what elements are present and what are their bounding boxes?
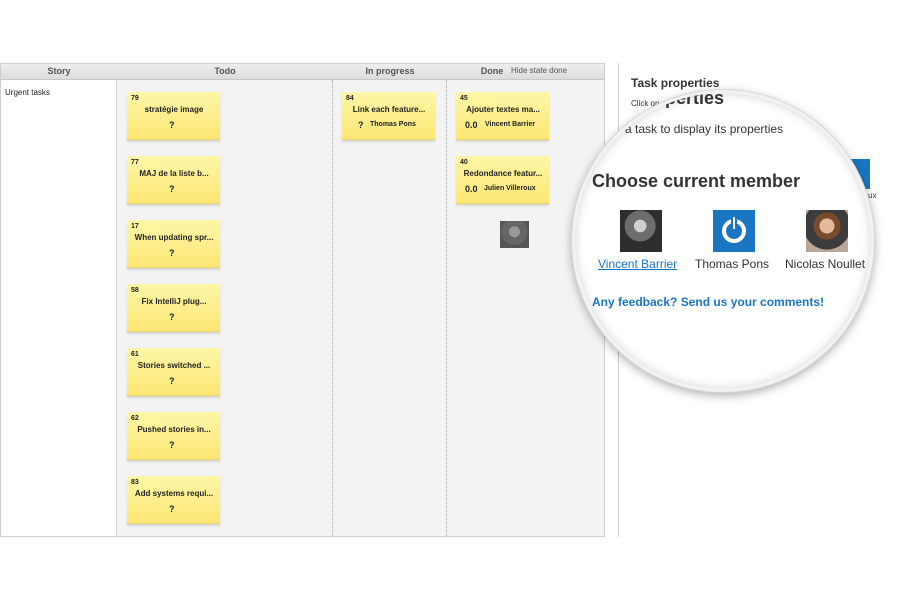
task-id: 61 (131, 351, 139, 358)
magnifier-lens: perties n a task to display its properti… (572, 90, 874, 392)
task-card[interactable]: 61 Stories switched ... ? (127, 348, 220, 396)
task-member: Thomas Pons (370, 121, 416, 128)
task-title: stratégie image (144, 105, 204, 114)
member-link-nicolas-noullet[interactable]: Nicolas Noullet (785, 257, 866, 271)
task-title: Add systems requi... (134, 489, 214, 498)
board-header: Story Todo In progress Done Hide state d… (1, 64, 604, 80)
hide-state-done-link[interactable]: Hide state done (511, 66, 568, 75)
task-card[interactable]: 83 Add systems requi... ? (127, 476, 220, 524)
choose-member-heading: Choose current member (592, 171, 801, 191)
column-header-story: Story (47, 66, 71, 76)
task-estimate: ? (169, 184, 175, 194)
magnified-panel-hint: n a task to display its properties (615, 122, 784, 136)
task-estimate: ? (169, 248, 175, 258)
task-card[interactable]: 45 Ajouter textes ma... 0.0 Vincent Barr… (456, 92, 549, 140)
task-properties-hint: Click on (631, 99, 660, 108)
column-header-todo: Todo (214, 66, 236, 76)
task-id: 17 (131, 223, 139, 230)
member-name-partial: roux (861, 191, 877, 200)
task-member: Vincent Barrier (485, 121, 536, 128)
task-id: 40 (460, 159, 468, 166)
task-estimate: ? (169, 312, 175, 322)
task-card[interactable]: 84 Link each feature... ? Thomas Pons (342, 92, 435, 140)
in-progress-column (333, 80, 447, 536)
task-id: 79 (131, 95, 139, 102)
task-title: Fix IntelliJ plug... (141, 297, 207, 306)
task-id: 58 (131, 287, 139, 294)
magnified-panel-title: perties (665, 90, 725, 108)
done-column (447, 80, 604, 536)
task-title: Redondance featur... (463, 169, 543, 178)
task-estimate: ? (169, 440, 175, 450)
task-estimate: 0.0 (465, 184, 478, 194)
task-id: 77 (131, 159, 139, 166)
task-properties-title: Task properties (631, 76, 720, 90)
task-estimate: ? (169, 504, 175, 514)
task-board: Story Todo In progress Done Hide state d… (0, 63, 605, 537)
feedback-link[interactable]: Any feedback? Send us your comments! (592, 295, 825, 309)
task-estimate: ? (169, 120, 175, 130)
avatar-vincent-barrier[interactable] (620, 210, 662, 252)
task-card[interactable]: 40 Redondance featur... 0.0 Julien Ville… (456, 156, 549, 204)
task-card[interactable]: 79 stratégie image ? (127, 92, 220, 140)
task-title: Ajouter textes ma... (466, 105, 540, 114)
task-card[interactable]: 58 Fix IntelliJ plug... ? (127, 284, 220, 332)
task-title: MAJ de la liste b... (139, 169, 209, 178)
task-id: 84 (346, 95, 354, 102)
column-header-done: Done (480, 66, 504, 76)
task-estimate: ? (358, 120, 364, 130)
member-link-vincent-barrier[interactable]: Vincent Barrier (598, 257, 678, 271)
task-card[interactable]: 62 Pushed stories in... ? (127, 412, 220, 460)
task-id: 62 (131, 415, 139, 422)
task-member: Julien Villeroux (484, 185, 536, 192)
task-estimate: 0.0 (465, 120, 478, 130)
story-label: Urgent tasks (5, 88, 50, 97)
task-id: 83 (131, 479, 139, 486)
task-title: When updating spr... (134, 233, 214, 242)
story-column: Urgent tasks (1, 80, 117, 536)
task-id: 45 (460, 95, 468, 102)
task-card[interactable]: 77 MAJ de la liste b... ? (127, 156, 220, 204)
column-header-in-progress: In progress (365, 66, 415, 76)
avatar-thomas-pons[interactable] (713, 210, 755, 252)
task-card[interactable]: 17 When updating spr... ? (127, 220, 220, 268)
avatar-nicolas-noullet[interactable] (806, 210, 848, 252)
member-link-thomas-pons[interactable]: Thomas Pons (695, 257, 770, 271)
task-title: Link each feature... (352, 105, 426, 114)
dragged-member-avatar[interactable] (500, 221, 529, 248)
task-title: Pushed stories in... (137, 425, 211, 434)
task-estimate: ? (169, 376, 175, 386)
task-title: Stories switched ... (137, 361, 211, 370)
